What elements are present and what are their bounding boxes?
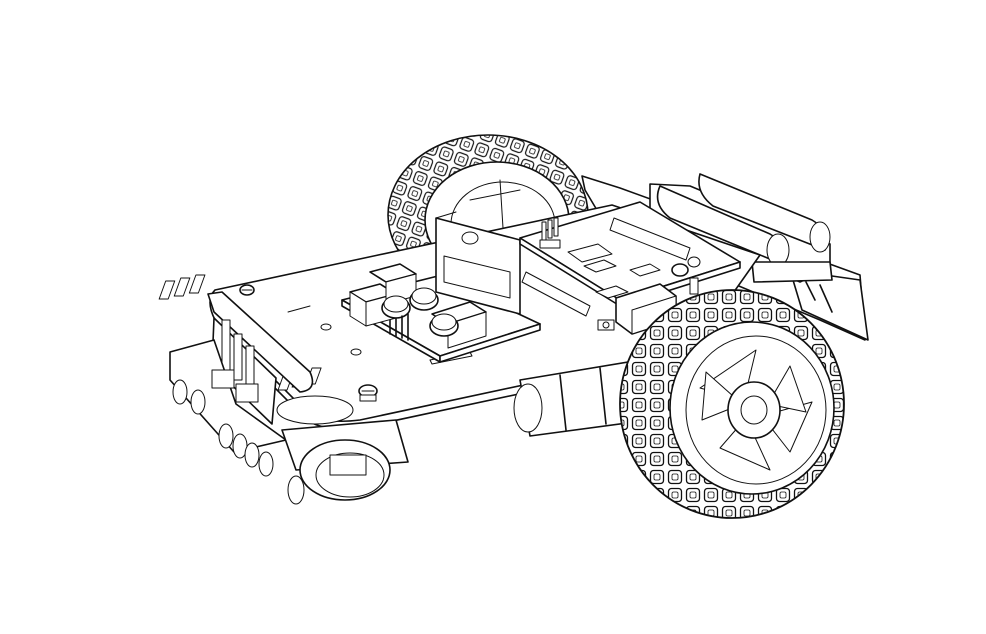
screw-front (358, 384, 378, 402)
capacitors (381, 287, 459, 337)
motor-driver-board (341, 211, 541, 363)
board-capacitor (671, 256, 701, 295)
header-pins (389, 313, 409, 341)
ic-chips (567, 243, 661, 299)
front-sensor-board (169, 291, 314, 505)
controller-board (519, 201, 741, 335)
reset-button (597, 319, 615, 331)
screw-left (239, 284, 255, 296)
battery-cell-rear (698, 173, 831, 253)
sensor-leds (172, 379, 305, 505)
heatsink (435, 211, 521, 315)
battery-holder (649, 173, 833, 283)
pin-header-vertical (539, 217, 561, 249)
front-wheel (619, 289, 845, 519)
caster-wheel (276, 395, 409, 501)
